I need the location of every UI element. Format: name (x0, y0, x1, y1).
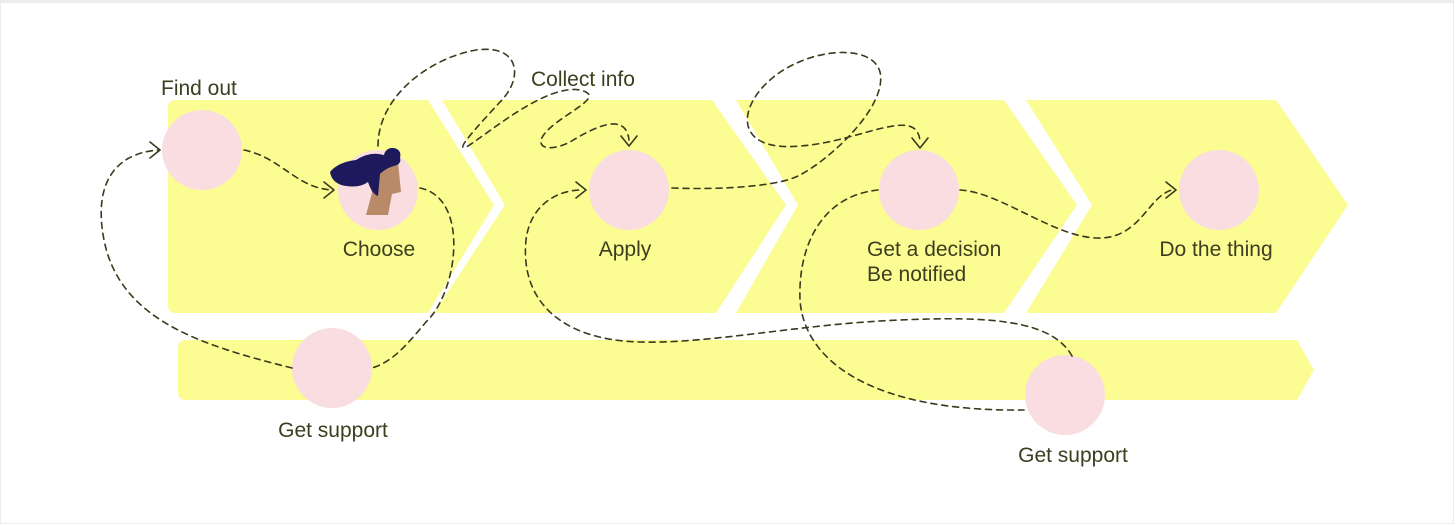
label-decision-1: Get a decision (867, 238, 1001, 261)
arrow-head-icon (323, 181, 335, 199)
node-support-right (1025, 355, 1105, 435)
stage-labels: Find out Collect info Choose Apply Get a… (161, 68, 1273, 467)
node-find-out (162, 110, 242, 190)
person-avatar-icon (330, 148, 401, 215)
arrow-head-icon (1165, 181, 1177, 199)
label-choose: Choose (343, 238, 415, 261)
journey-path (100, 48, 1173, 411)
path-choose-to-collect-info (377, 48, 630, 149)
node-do-thing (1179, 150, 1259, 230)
journey-nodes (162, 110, 1259, 435)
path-support-to-find-out (100, 149, 293, 369)
stage-band-find-choose (168, 100, 494, 313)
label-apply: Apply (599, 238, 652, 261)
label-decision-2: Be notified (867, 263, 966, 286)
path-decision-to-do-thing (959, 189, 1173, 239)
arrow-head-icon (911, 137, 929, 149)
label-support-right: Get support (1018, 444, 1128, 467)
arrow-head-icon (575, 181, 587, 199)
path-decision-to-support-right (799, 189, 1025, 411)
node-support-left (292, 328, 372, 408)
arrow-head-icon (149, 141, 161, 159)
arrow-head-icon (620, 135, 638, 147)
arrow-head-icon (149, 135, 1177, 199)
label-support-left: Get support (278, 419, 388, 442)
path-choose-to-support (371, 187, 455, 369)
path-find-out-to-choose (243, 149, 333, 191)
label-do-the-thing: Do the thing (1159, 238, 1272, 261)
label-find-out: Find out (161, 77, 237, 100)
path-support-right-to-apply (524, 189, 1073, 357)
path-apply-to-decision (671, 51, 921, 190)
node-apply (589, 150, 669, 230)
node-decision (879, 150, 959, 230)
label-collect-info: Collect info (531, 68, 635, 91)
